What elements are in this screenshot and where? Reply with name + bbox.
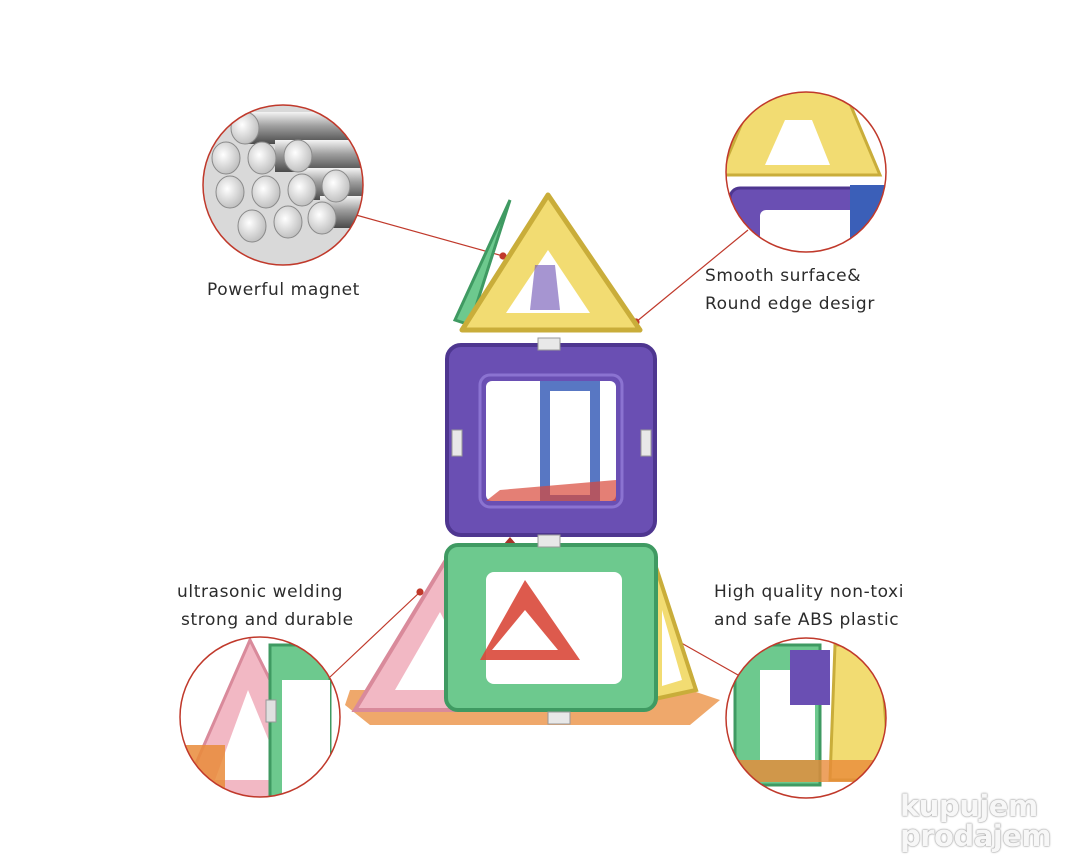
watermark-line1: kupujem — [900, 789, 1038, 823]
surface-closeup — [725, 91, 887, 253]
quality-label-line2: and safe ABS plastic — [714, 610, 900, 630]
abs-plastic-closeup-image — [726, 643, 886, 787]
tile-edge-closeup-image — [726, 92, 886, 252]
surface-label-line1: Smooth surface& — [705, 266, 862, 286]
watermark-logo: kupujem prodajem — [900, 791, 1070, 851]
magnet-closeup — [202, 104, 364, 266]
watermark-line2: prodajem — [900, 819, 1052, 853]
welding-label-line1: ultrasonic welding — [177, 582, 344, 602]
abs-closeup — [725, 637, 887, 799]
magnet-label: Powerful magnet — [207, 280, 360, 300]
welding-label-line2: strong and durable — [181, 610, 354, 630]
welding-closeup — [179, 636, 341, 798]
quality-label-line1: High quality non-toxi — [714, 582, 905, 602]
surface-label-line2: Round edge desigr — [705, 294, 875, 314]
tile-tower — [345, 192, 720, 725]
